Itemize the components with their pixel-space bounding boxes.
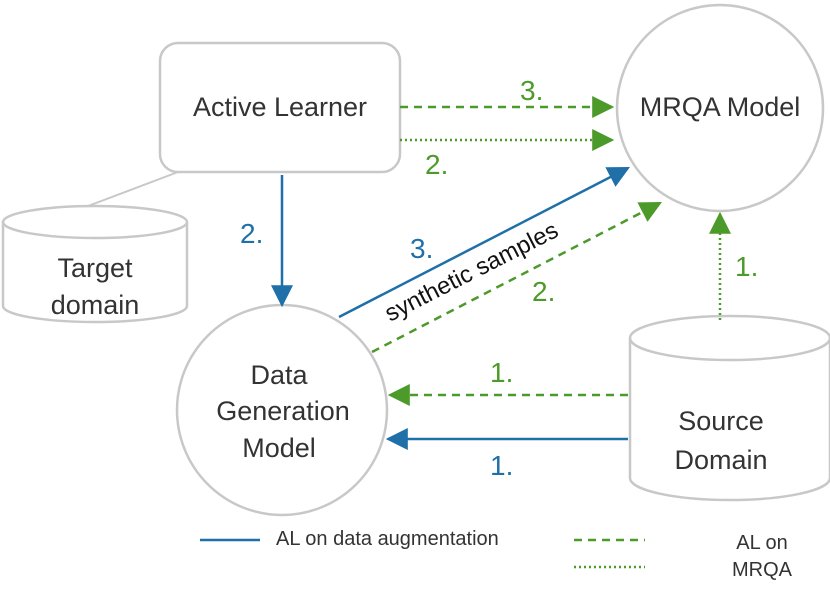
data-gen-label-line1: Data: [250, 360, 308, 390]
mrqa-model-node: MRQA Model: [615, 3, 825, 213]
mrqa-model-label: MRQA Model: [640, 92, 801, 122]
active-learner-node: Active Learner: [158, 41, 402, 174]
label-source-datagen-dashed: 1.: [490, 357, 513, 388]
data-gen-label-line3: Model: [242, 433, 316, 463]
label-al-mrqa-dashed: 3.: [520, 75, 543, 106]
data-gen-label-line2: Generation: [216, 396, 350, 426]
label-synthetic-samples: synthetic samples: [380, 217, 562, 328]
label-datagen-mrqa-dashed: 2.: [532, 276, 555, 307]
target-domain-label-line1: Target: [57, 253, 133, 283]
label-al-datagen: 2.: [240, 218, 263, 249]
source-domain-node: Source Domain: [628, 314, 830, 502]
label-datagen-mrqa-solid: 3.: [410, 233, 433, 264]
legend-green-label-line1: AL on: [736, 532, 788, 554]
target-domain-node: Target domain: [1, 204, 189, 324]
active-learner-label: Active Learner: [193, 92, 367, 122]
label-al-mrqa-dotted: 2.: [425, 149, 448, 180]
label-source-datagen-solid: 1.: [490, 450, 513, 481]
edge-datagen-mrqa-solid: [338, 166, 630, 319]
edge-datagen-mrqa-dashed: [371, 201, 662, 354]
source-domain-label-line1: Source: [678, 406, 764, 436]
label-source-mrqa: 1.: [735, 251, 758, 282]
legend-green-label-line2: MRQA: [732, 559, 793, 581]
source-domain-label-line2: Domain: [674, 445, 767, 475]
al-target-connector: [87, 171, 179, 207]
legend-solid-label: AL on data augmentation: [276, 528, 499, 550]
legend: AL on data augmentation AL on MRQA: [200, 528, 793, 581]
target-domain-label-line2: domain: [51, 290, 140, 320]
data-generation-model-node: Data Generation Model: [175, 303, 389, 517]
